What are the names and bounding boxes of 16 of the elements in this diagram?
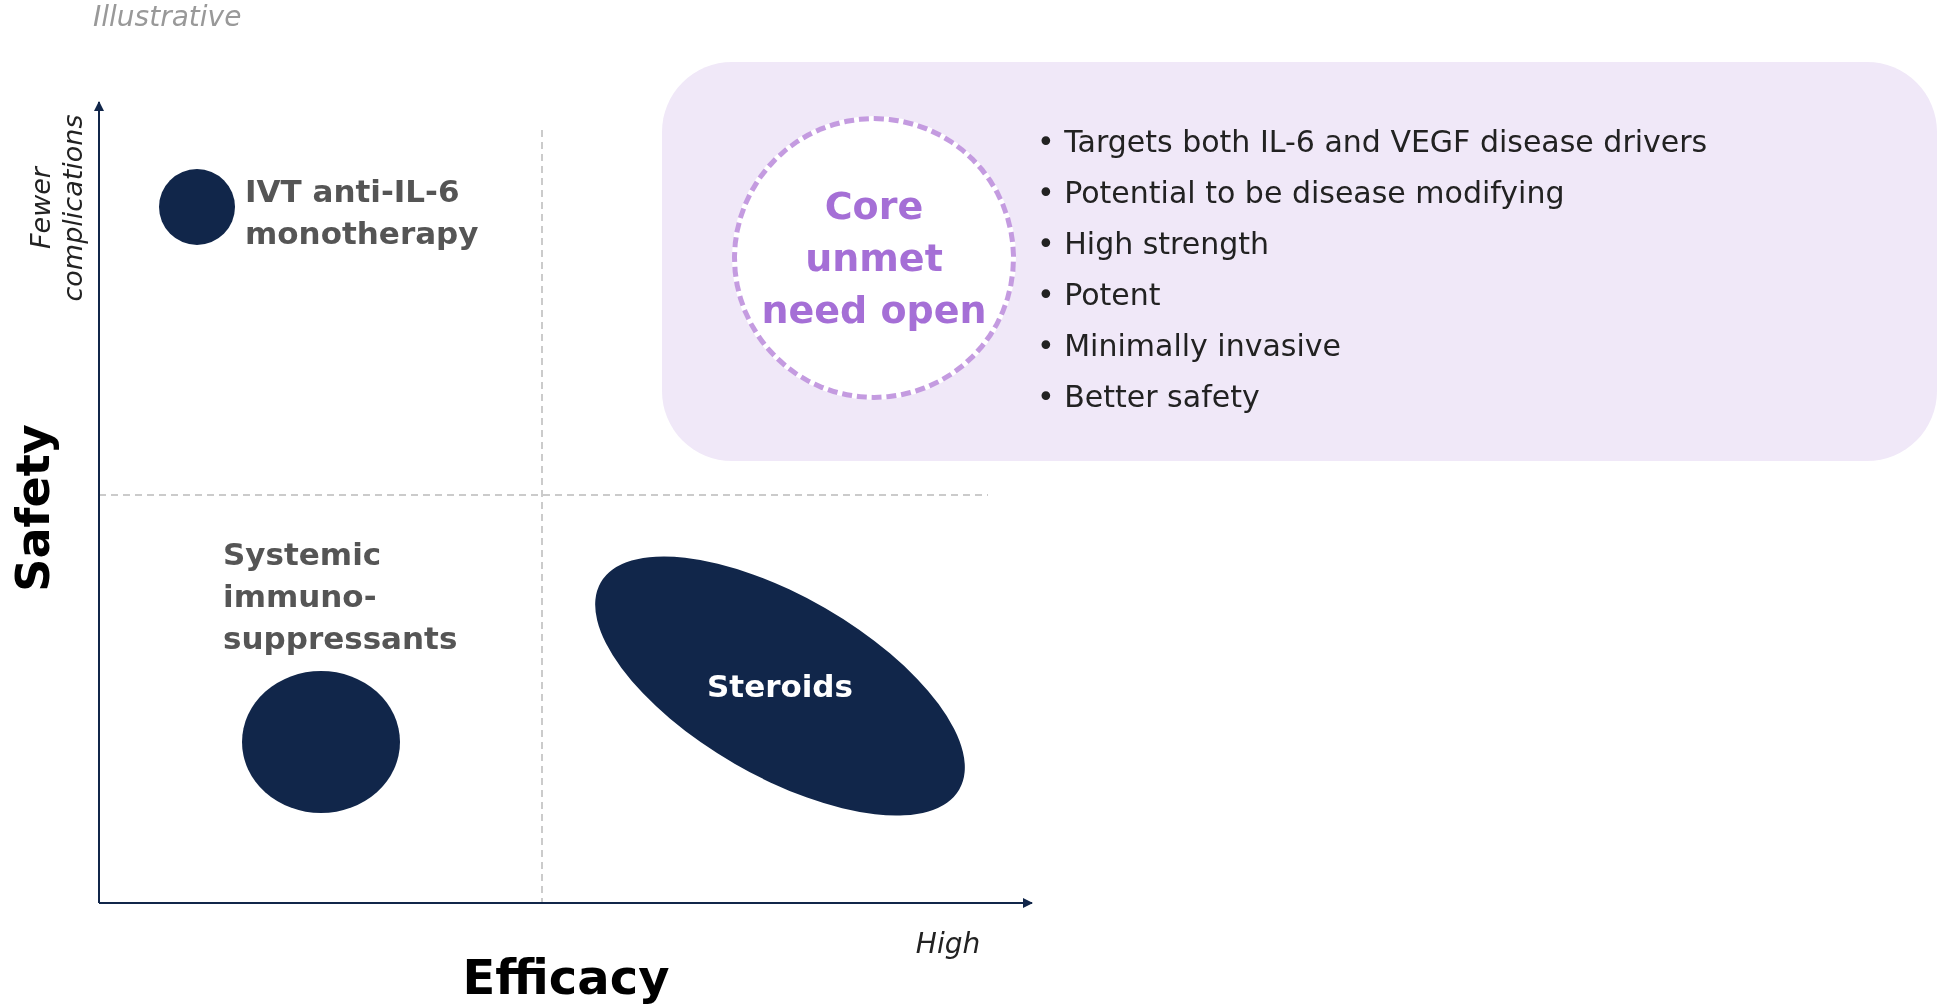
- bullet-item: • Targets both IL-6 and VEGF disease drivers: [1037, 123, 1708, 161]
- axis-title: Efficacy: [462, 949, 670, 1005]
- bullet-item: • Better safety: [1037, 378, 1261, 416]
- highlight-panel: [662, 62, 1937, 461]
- axis-title: Safety: [6, 424, 60, 592]
- ellipse-label: Steroids: [706, 667, 854, 706]
- axis-end-label: Fewer complications: [25, 113, 89, 304]
- axis-end-label: High: [915, 926, 981, 960]
- bullet-item: • Potent: [1037, 276, 1162, 314]
- circle-label: Core unmet need open: [760, 183, 988, 334]
- bullet-item: • Minimally invasive: [1037, 327, 1343, 365]
- bullet-item: • Potential to be disease modifying: [1037, 174, 1566, 212]
- item-label: IVT anti-IL-6 monotherapy: [245, 172, 480, 253]
- item-label: Systemic immuno-suppressants: [223, 535, 459, 658]
- bullet-item: • High strength: [1037, 225, 1271, 263]
- note-label: Illustrative: [93, 0, 242, 33]
